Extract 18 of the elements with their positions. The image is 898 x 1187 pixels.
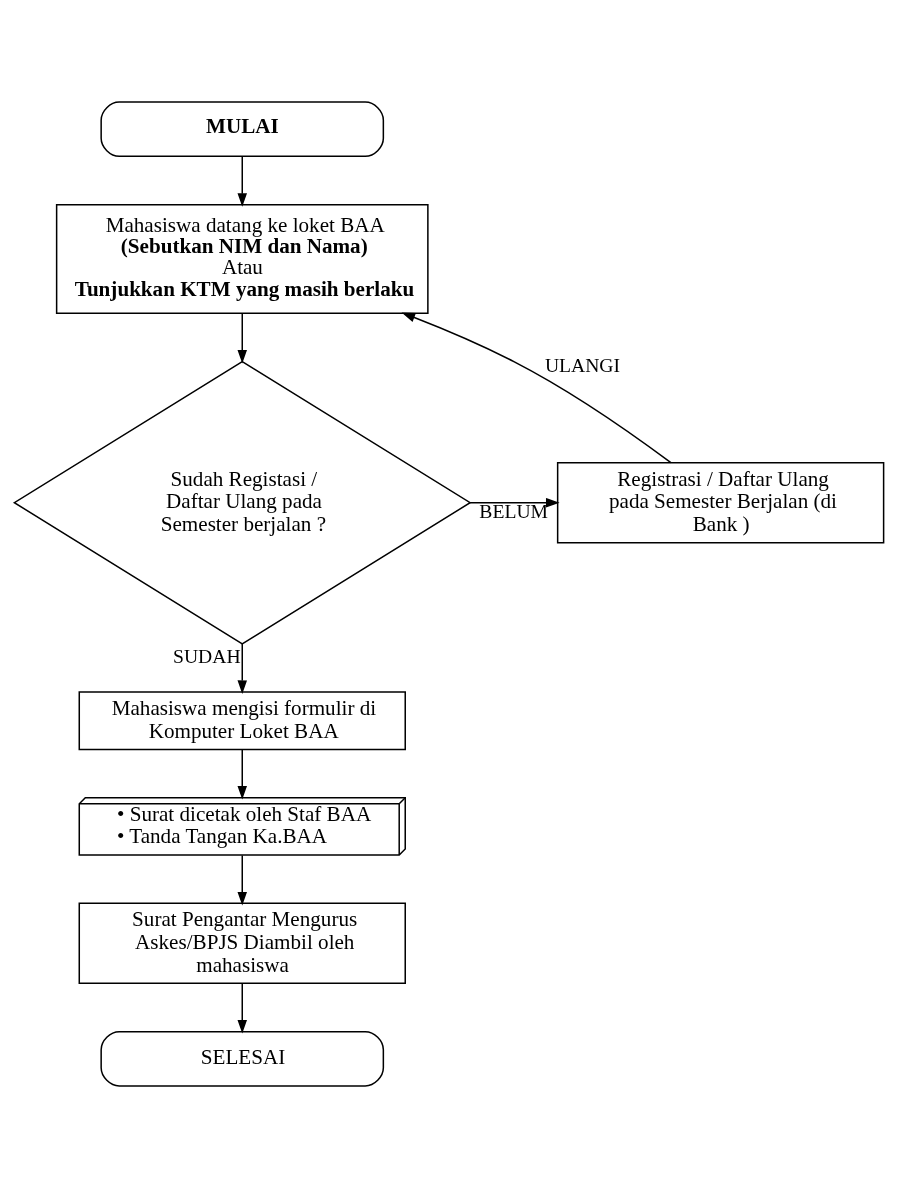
arrow: [237, 982, 247, 1034]
arrow: [237, 312, 247, 364]
arrow: [469, 497, 560, 507]
arrow: [237, 854, 247, 906]
node-diamond: Sudah Registasi / Daftar Ulang pada Semester berjalan ?: [12, 360, 472, 645]
arrow: [237, 155, 247, 207]
arrow: [401, 312, 672, 463]
node-box: Mahasiswa mengisi formulir di Komputer Loket BAA: [78, 690, 406, 750]
arrow: [237, 748, 247, 800]
edge-label: ULANGI: [544, 354, 621, 376]
edge-label: BELUM: [479, 500, 548, 522]
arrow: [237, 642, 247, 694]
node-box: MULAI: [100, 100, 385, 157]
edge-label: SUDAH: [173, 645, 241, 667]
node-box: SELESAI: [100, 1030, 385, 1087]
node-box: Mahasiswa datang ke loket BAA (Sebutkan NIM dan Nama) Atau Tunjukkan KTM yang masih berlaku: [55, 203, 429, 314]
node-box: Registrasi / Daftar Ulang pada Semester Berjalan (di Bank ): [556, 461, 885, 543]
node-box: Surat Pengantar Mengurus Askes/BPJS Diambil oleh mahasiswa: [78, 902, 406, 984]
